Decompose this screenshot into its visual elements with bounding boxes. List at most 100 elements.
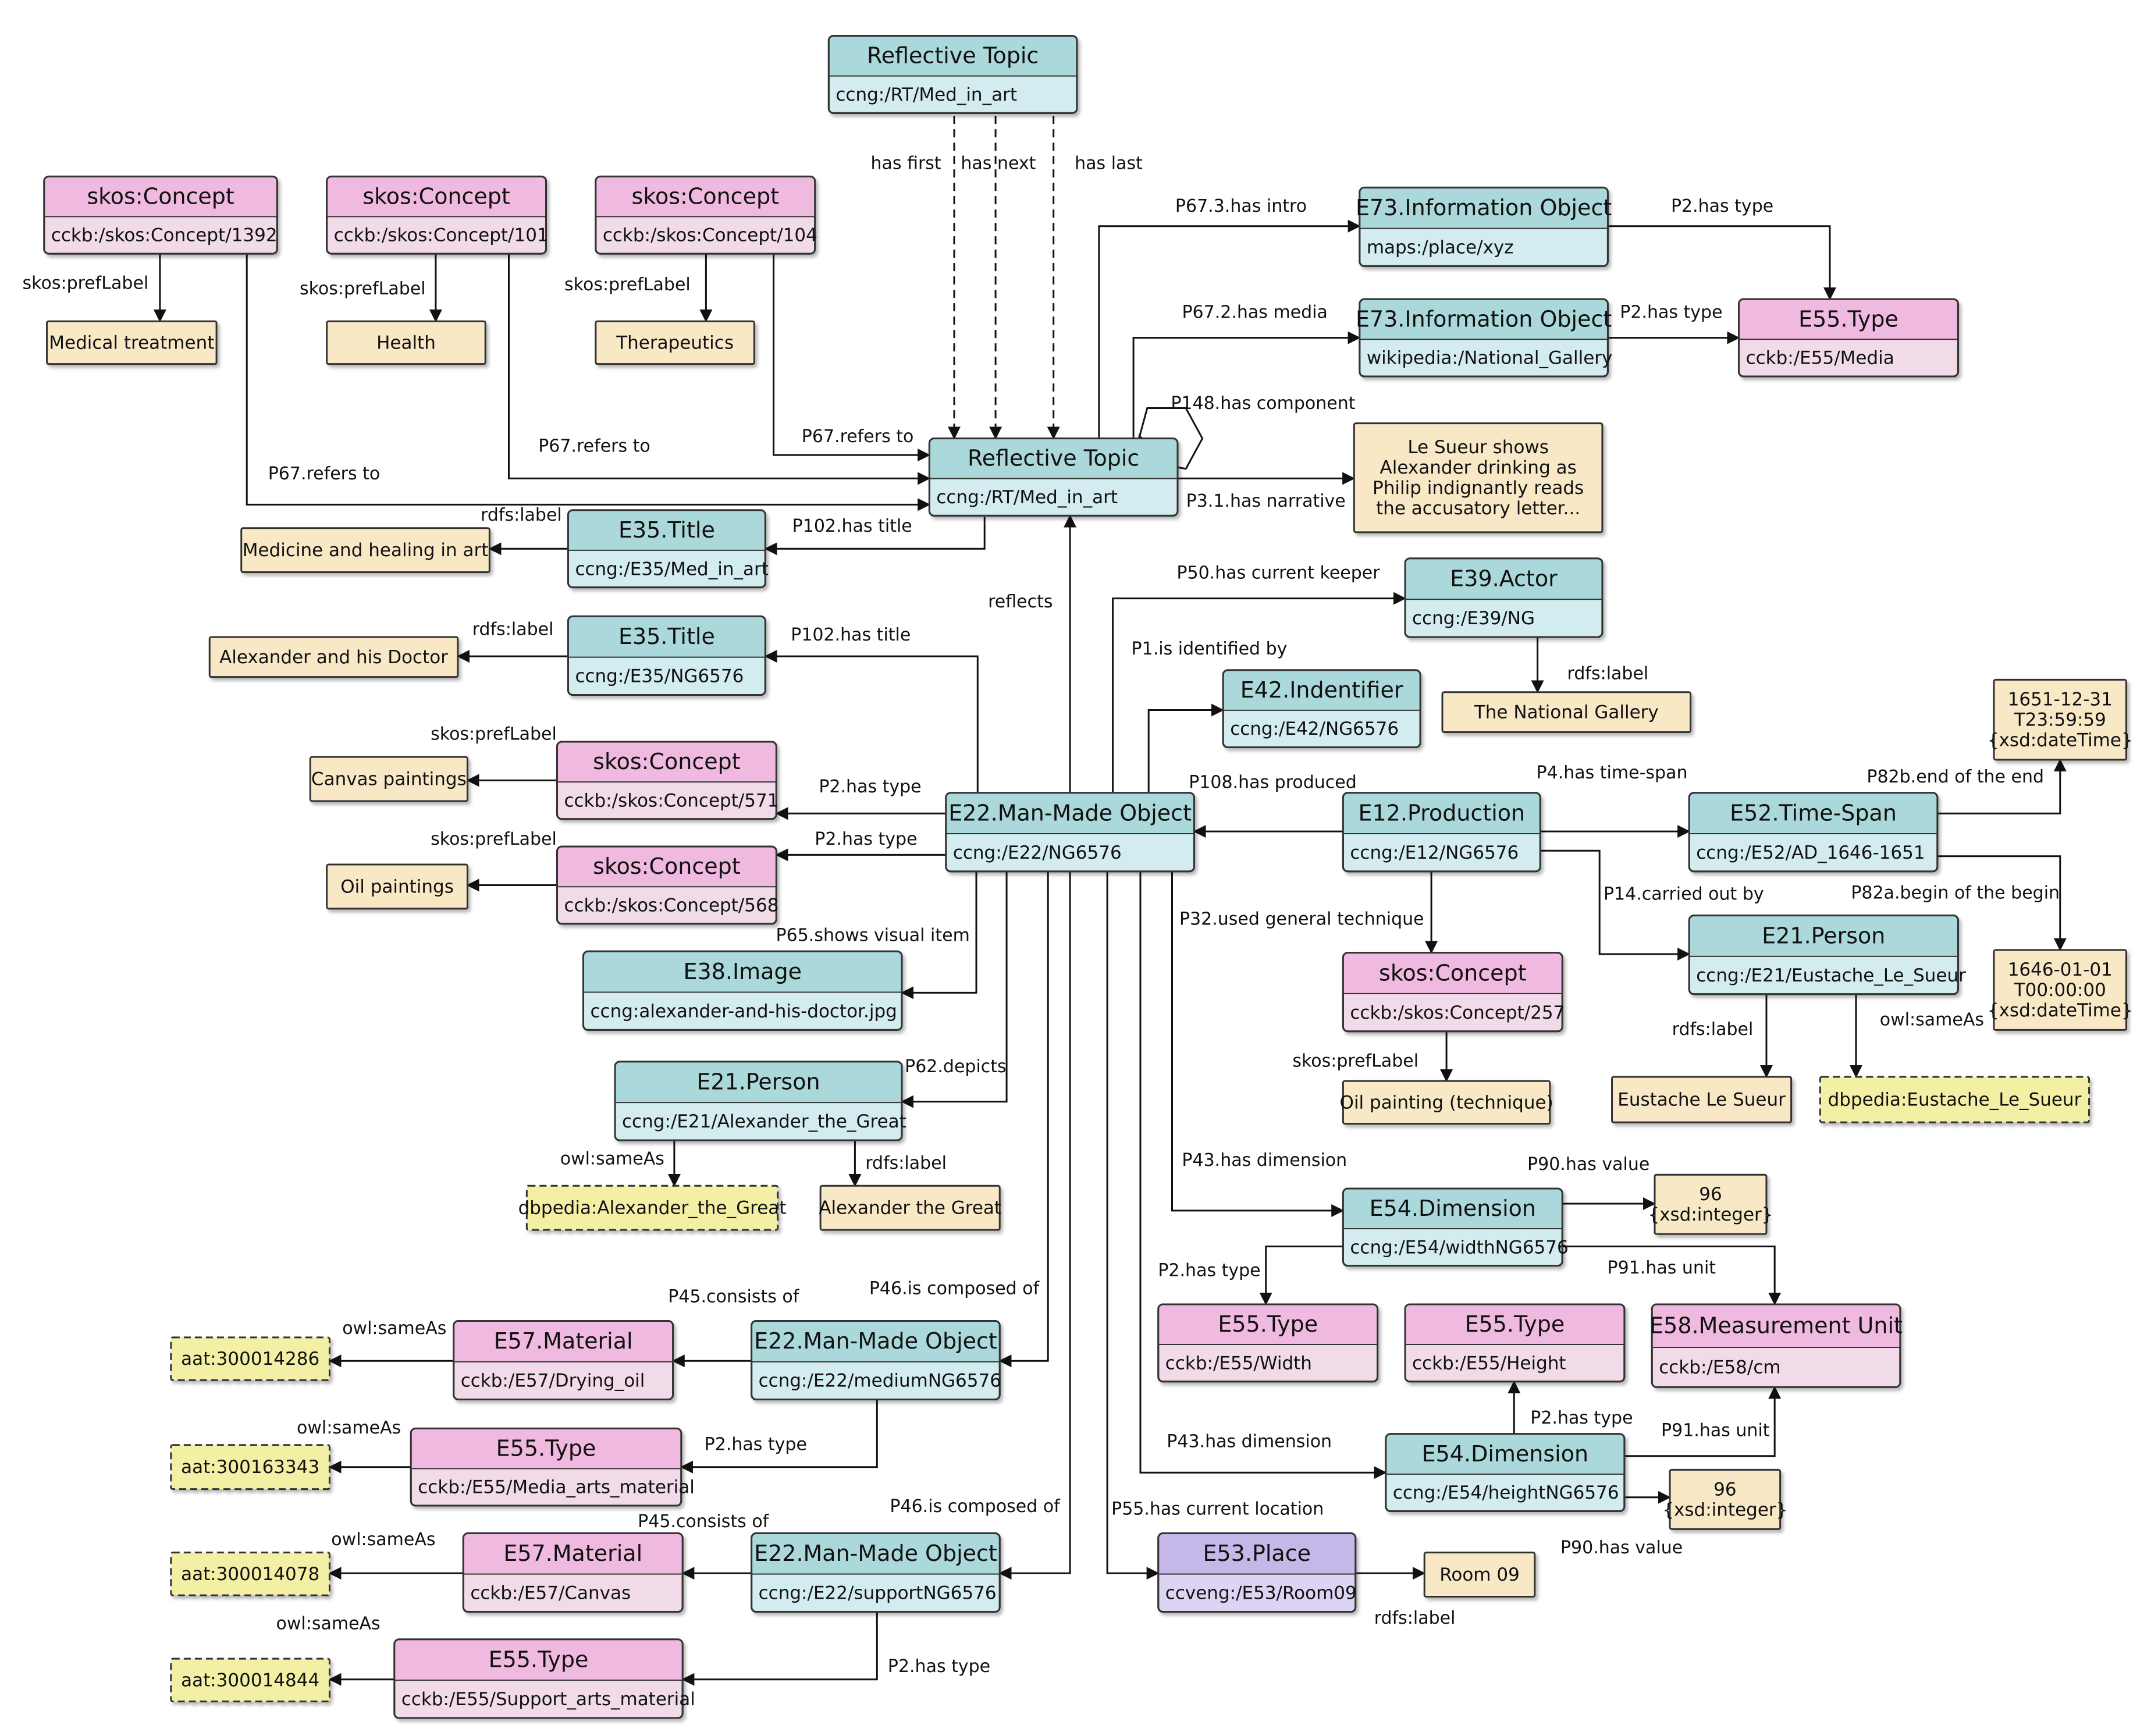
node-title: E57.Material <box>494 1328 633 1354</box>
edge-label-p67-refers-104: P67.refers to <box>802 426 914 447</box>
literal-lit-therapeutics: Therapeutics <box>595 320 755 365</box>
external-ext-aat-14286: aat:300014286 <box>170 1336 330 1381</box>
node-title: E55.Type <box>1218 1311 1318 1337</box>
node-title: E55.Type <box>1465 1311 1565 1337</box>
literal-lit-height-value: 96{xsd:integer} <box>1662 1468 1787 1530</box>
node-uri: ccng:/E52/AD_1646-1651 <box>1696 842 1925 863</box>
edge-label-p45-support: P45.consists of <box>638 1511 770 1532</box>
external-ext-dbpedia-alex: dbpedia:Alexander_the_Great <box>518 1184 786 1231</box>
node-title: skos:Concept <box>593 853 740 879</box>
literal-text: dbpedia:Eustache_Le_Sueur <box>1828 1090 2082 1111</box>
node-uri: ccng:/E54/heightNG6576 <box>1393 1482 1619 1503</box>
literal-text: aat:300014844 <box>181 1670 319 1691</box>
node-type-height[interactable]: E55.Type cckb:/E55/Height <box>1404 1303 1626 1383</box>
literal-lit-medical: Medical treatment <box>46 320 218 365</box>
literal-text: Alexander drinking as <box>1380 457 1577 478</box>
edge-p102-mmo <box>764 650 979 793</box>
node-title: E73.Information Object <box>1356 306 1612 332</box>
literal-text: 96 <box>1713 1479 1736 1500</box>
node-uri: cckb:/E58/cm <box>1659 1357 1780 1378</box>
node-title: E73.Information Object <box>1356 195 1612 220</box>
literal-text: Le Sueur shows <box>1407 437 1549 458</box>
edge-label-owl-lesueur: owl:sameAs <box>1880 1009 1984 1030</box>
node-title: skos:Concept <box>1379 960 1526 986</box>
edge-p43-width <box>1171 871 1345 1217</box>
edge-label-p2-568: P2.has type <box>815 829 917 849</box>
node-dim-width[interactable]: E54.Dimension ccng:/E54/widthNG6576 <box>1342 1187 1569 1267</box>
literal-lit-medicine: Medicine and healing in art <box>240 527 490 574</box>
edge-label-rdfs-title-ng: rdfs:label <box>472 620 554 640</box>
edge-p2-support <box>681 1612 878 1686</box>
literal-text: {xsd:dateTime} <box>1988 730 2133 751</box>
edge-p55 <box>1106 871 1160 1580</box>
edge-p82a <box>1937 855 2067 951</box>
node-title: Reflective Topic <box>968 446 1139 471</box>
node-uri: ccng:/RT/Med_in_art <box>835 84 1017 105</box>
literal-text: Oil paintings <box>340 876 454 897</box>
node-person-lesueur[interactable]: E21.Person ccng:/E21/Eustache_Le_Sueur <box>1688 915 1966 995</box>
edge-label-p46-medium: P46.is composed of <box>869 1279 1040 1299</box>
edge-label-p46-support: P46.is composed of <box>890 1496 1061 1517</box>
node-type-media[interactable]: E55.Type cckb:/E55/Media <box>1738 298 1959 378</box>
edge-label-p2-support: P2.has type <box>888 1656 990 1677</box>
node-title: skos:Concept <box>87 183 234 209</box>
node-title: skos:Concept <box>362 183 510 209</box>
edge-p2-medium <box>680 1399 878 1474</box>
node-uri: cckb:/skos:Concept/257 <box>1350 1002 1565 1023</box>
node-uri: cckb:/E55/Media <box>1746 348 1894 369</box>
node-mmo-medium[interactable]: E22.Man-Made Objectccng:/E22/mediumNG657… <box>751 1319 1001 1401</box>
edge-label-p2-width: P2.has type <box>1158 1261 1260 1281</box>
node-image[interactable]: E38.Imageccng:alexander-and-his-doctor.j… <box>582 950 903 1031</box>
node-concept257[interactable]: skos:Concept cckb:/skos:Concept/257 <box>1342 952 1565 1033</box>
node-info-media[interactable]: E73.Information Object wikipedia:/Nationa… <box>1356 298 1613 378</box>
edge-label-has-next: has next <box>961 154 1036 174</box>
node-uri: wikipedia:/National_Gallery <box>1367 348 1613 369</box>
node-uri: cckb:/E55/Height <box>1412 1353 1566 1374</box>
edge-p91-height <box>1624 1386 1782 1457</box>
edge-label-rdfs-alex: rdfs:label <box>865 1153 947 1173</box>
external-ext-dbpedia-lesueur: dbpedia:Eustache_Le_Sueur <box>1819 1076 2090 1123</box>
node-title: E54.Dimension <box>1370 1196 1536 1221</box>
literal-text: Therapeutics <box>616 332 734 353</box>
external-ext-aat-14078: aat:300014078 <box>170 1552 330 1596</box>
edge-label-p55: P55.has current location <box>1111 1499 1324 1520</box>
edge-label-skos-pref-571: skos:prefLabel <box>431 724 557 745</box>
node-mmo-support[interactable]: E22.Man-Made Objectccng:/E22/supportNG65… <box>751 1532 1001 1613</box>
node-uri: ccng:/E54/widthNG6576 <box>1350 1237 1568 1258</box>
node-title: skos:Concept <box>632 183 779 209</box>
node-uri: ccng:/E21/Eustache_Le_Sueur <box>1696 965 1966 986</box>
node-title: E35.Title <box>618 517 715 543</box>
edge-label-rdfs-room: rdfs:label <box>1374 1608 1456 1628</box>
node-uri: ccng:/E42/NG6576 <box>1230 718 1399 739</box>
literal-lit-canvas-paintings: Canvas paintings <box>309 756 468 802</box>
node-title: E21.Person <box>1762 923 1885 948</box>
node-title: E55.Type <box>1798 306 1898 332</box>
node-uri: cckb:/E55/Media_arts_material <box>418 1477 695 1498</box>
edge-label-p62: P62.depicts <box>905 1056 1007 1077</box>
edge-p67-refers-104 <box>773 254 931 462</box>
